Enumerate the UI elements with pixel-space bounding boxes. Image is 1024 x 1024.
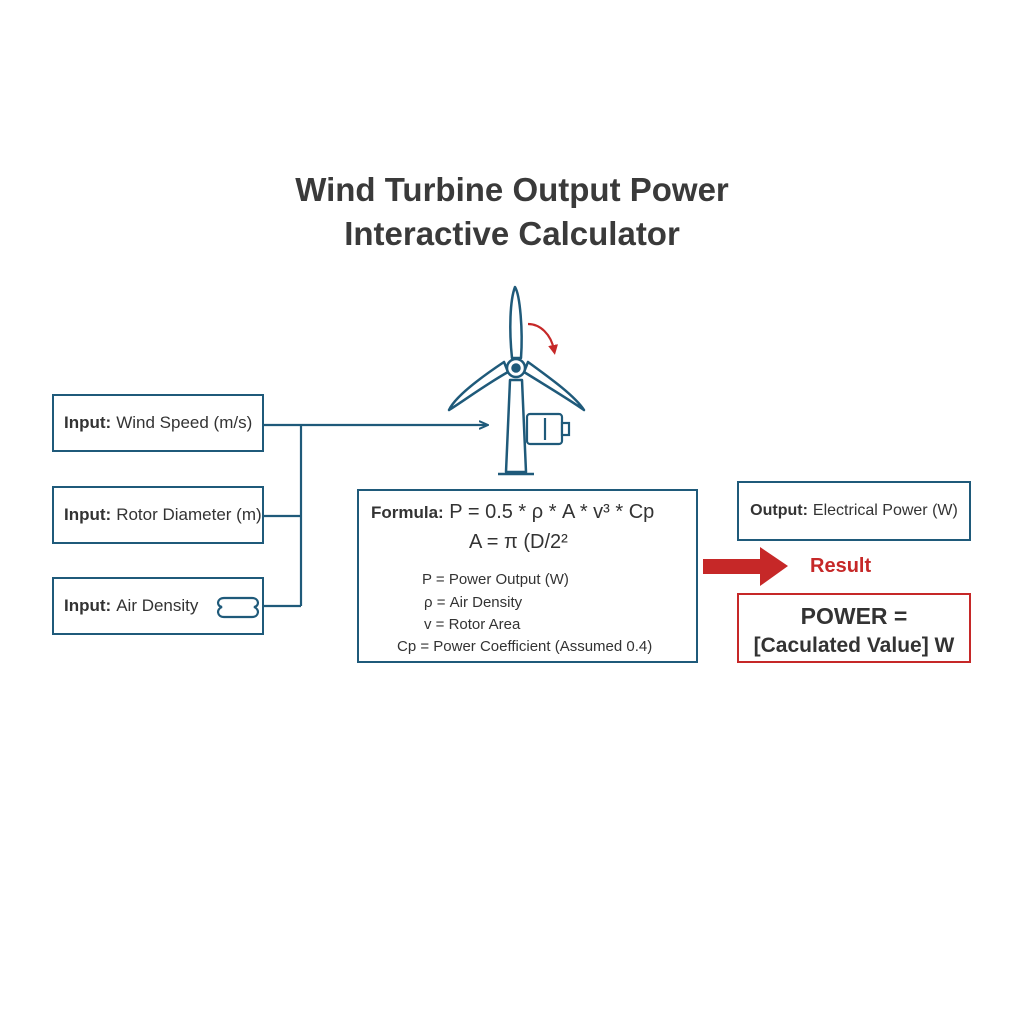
input-label: Wind Speed (m/s) <box>116 413 253 432</box>
output-label: Electrical Power (W) <box>812 502 958 519</box>
input-connectors <box>264 425 487 608</box>
rotation-arrow-icon <box>527 322 558 355</box>
input-rotor-diameter[interactable]: Input: Rotor Diameter (m) <box>52 486 264 544</box>
result-arrow-icon <box>703 547 788 586</box>
title-line-1: Wind Turbine Output Power <box>295 171 729 208</box>
wind-turbine-icon <box>447 285 586 476</box>
formula-prefix: Formula: <box>371 503 444 522</box>
formula-legend-item: Cp = Power Coefficient (Assumed 0.4) <box>397 638 653 655</box>
title-line-2: Interactive Calculator <box>344 215 680 252</box>
turbine-blade-left <box>447 360 510 412</box>
formula-box: Formula: P = 0.5 * ρ * A * v³ * Cp A = π… <box>357 489 698 663</box>
output-prefix: Output: <box>750 502 808 519</box>
input-prefix: Input: <box>64 413 112 432</box>
input-label: Air Density <box>116 596 199 615</box>
turbine-hub-center <box>511 363 521 373</box>
output-electrical-power: Output: Electrical Power (W) <box>737 481 971 541</box>
formula-legend-item: P = Power Output (W) <box>422 571 569 588</box>
input-air-density[interactable]: Input: Air Density <box>52 577 264 635</box>
formula-area: A = π (D/2² <box>469 531 568 553</box>
input-prefix: Input: <box>64 596 112 615</box>
turbine-tower <box>504 378 528 474</box>
generator-icon <box>525 412 571 446</box>
turbine-blade-right <box>522 360 586 412</box>
air-density-icon <box>217 596 259 619</box>
result-value: [Caculated Value] W <box>753 634 955 657</box>
input-wind-speed[interactable]: Input: Wind Speed (m/s) <box>52 394 264 452</box>
result-box: POWER = [Caculated Value] W <box>737 593 971 663</box>
formula-main: Formula: P = 0.5 * ρ * A * v³ * Cp <box>371 501 654 524</box>
formula-legend-item: v = Rotor Area <box>424 616 521 633</box>
formula-equation: P = 0.5 * ρ * A * v³ * Cp <box>449 501 655 523</box>
result-line-1: POWER = <box>800 603 908 629</box>
page-title: Wind Turbine Output Power Interactive Ca… <box>0 168 1024 256</box>
formula-legend-item: ρ = Air Density <box>424 594 523 611</box>
input-label: Rotor Diameter (m) <box>116 505 262 524</box>
turbine-blade-top <box>509 285 523 360</box>
result-label: Result <box>810 555 872 577</box>
input-prefix: Input: <box>64 505 112 524</box>
